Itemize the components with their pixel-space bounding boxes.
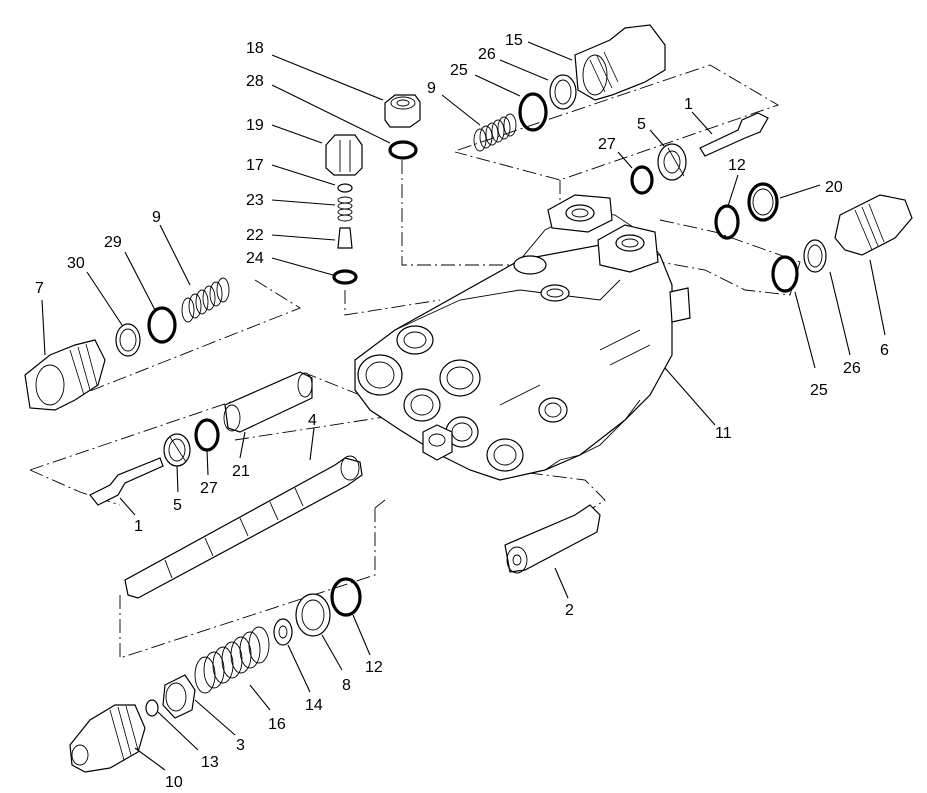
right-relief-assembly xyxy=(714,182,913,293)
main-spool xyxy=(124,455,363,599)
upper-relief-assembly xyxy=(473,24,769,195)
top-cap-assembly xyxy=(325,94,421,285)
small-spring xyxy=(337,196,353,222)
callout-2: 2 xyxy=(565,602,574,619)
callout-14: 14 xyxy=(305,697,323,714)
callout-30: 30 xyxy=(67,255,85,272)
callout-6: 6 xyxy=(880,342,889,359)
callout-7: 7 xyxy=(35,280,44,297)
callout-18: 18 xyxy=(246,40,264,57)
callout-25-right: 25 xyxy=(810,382,828,399)
callout-19: 19 xyxy=(246,117,264,134)
callout-11: 11 xyxy=(715,425,732,442)
callout-29: 29 xyxy=(104,234,122,251)
callout-20: 20 xyxy=(825,179,843,196)
callout-13: 13 xyxy=(201,754,219,771)
bottom-spool-assembly xyxy=(69,577,362,773)
callout-labels: 18 28 19 17 23 22 24 15 26 25 9 1 5 27 1… xyxy=(35,32,889,791)
upper-spring xyxy=(473,113,517,152)
callout-27-left: 27 xyxy=(200,480,218,497)
callout-1-left: 1 xyxy=(134,518,143,535)
callout-26-right: 26 xyxy=(843,360,861,377)
callout-9-top: 9 xyxy=(427,80,436,97)
callout-28: 28 xyxy=(246,73,264,90)
callout-10: 10 xyxy=(165,774,183,791)
large-spring xyxy=(194,626,270,694)
callout-27-right: 27 xyxy=(598,136,616,153)
callout-9-left: 9 xyxy=(152,209,161,226)
callout-12-right: 12 xyxy=(728,157,746,174)
callout-12-bottom: 12 xyxy=(365,659,383,676)
callout-22: 22 xyxy=(246,227,264,244)
callout-5-left: 5 xyxy=(173,497,182,514)
callout-4: 4 xyxy=(308,412,317,429)
left-spool-assembly xyxy=(89,371,313,506)
callout-15: 15 xyxy=(505,32,523,49)
callout-5-right: 5 xyxy=(637,116,646,133)
assembly-centerlines xyxy=(29,64,801,659)
callout-21: 21 xyxy=(232,463,250,480)
plunger-part xyxy=(504,504,601,574)
callout-24: 24 xyxy=(246,250,264,267)
callout-8: 8 xyxy=(342,677,351,694)
callout-25-top: 25 xyxy=(450,62,468,79)
callout-23: 23 xyxy=(246,192,264,209)
callout-16: 16 xyxy=(268,716,286,733)
leader-lines xyxy=(41,41,886,771)
callout-3: 3 xyxy=(236,737,245,754)
callout-17: 17 xyxy=(246,157,264,174)
callout-1-right: 1 xyxy=(684,96,693,113)
valve-body xyxy=(354,194,691,481)
callout-26-top: 26 xyxy=(478,46,496,63)
left-relief-assembly xyxy=(24,277,230,411)
left-spring xyxy=(181,277,230,323)
